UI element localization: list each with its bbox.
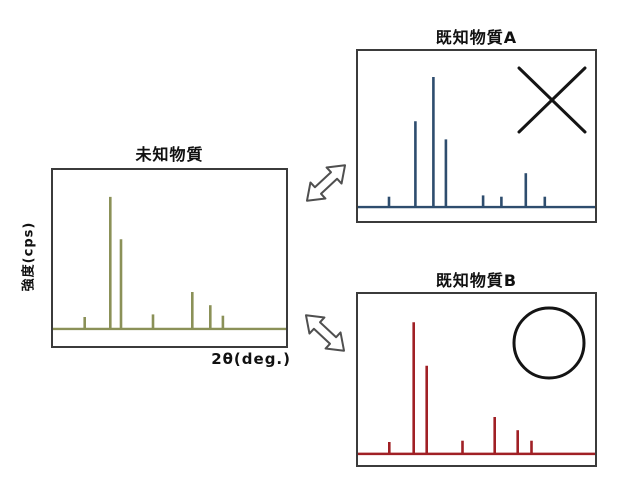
unknown-substance-spectrum [53, 170, 286, 346]
unknown-substance-title: 未知物質 [135, 145, 204, 164]
known-substance-b-chart-panel [356, 292, 597, 467]
known-substance-b-title: 既知物質B [435, 271, 518, 290]
known-substance-b-spectrum [358, 294, 595, 465]
compare-double-arrow-top-icon [305, 164, 347, 202]
x-axis-label: 2θ(deg.) [211, 350, 291, 368]
y-axis-label: 強度(cps) [21, 221, 37, 292]
known-substance-a-spectrum [358, 51, 595, 221]
compare-double-arrow-bottom-icon [304, 314, 346, 352]
x-cross-icon [517, 66, 587, 134]
unknown-substance-chart-panel [51, 168, 288, 348]
known-substance-a-chart-panel [356, 49, 597, 223]
circle-icon [512, 306, 586, 380]
known-substance-a-title: 既知物質A [435, 28, 518, 47]
